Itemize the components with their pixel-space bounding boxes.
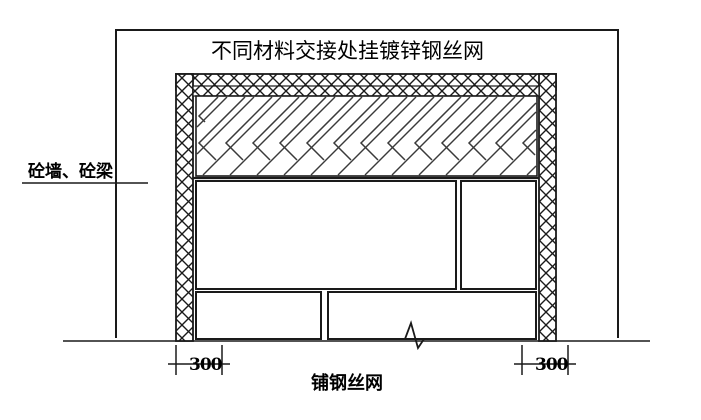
detail-title: 不同材料交接处挂镀锌钢丝网 <box>211 39 484 63</box>
break-line-symbol <box>330 320 536 351</box>
inner-mesh-strip <box>192 85 540 97</box>
label-leader-line <box>22 182 148 214</box>
masonry-block-lower-right <box>327 291 537 340</box>
wall-beam-label: 砼墙、砼梁 <box>28 162 113 182</box>
masonry-block-right <box>460 180 537 290</box>
dimension-right <box>514 345 576 375</box>
dimension-left <box>168 345 230 375</box>
masonry-block-courses <box>195 180 537 340</box>
masonry-block-large <box>195 180 457 290</box>
concrete-beam-hatch-zone <box>195 95 538 177</box>
masonry-block-lower-left <box>195 291 322 340</box>
dimension-left-value: 300 <box>189 355 222 375</box>
detail-caption: 铺钢丝网 <box>311 373 383 394</box>
dimension-right-value: 300 <box>535 355 568 375</box>
